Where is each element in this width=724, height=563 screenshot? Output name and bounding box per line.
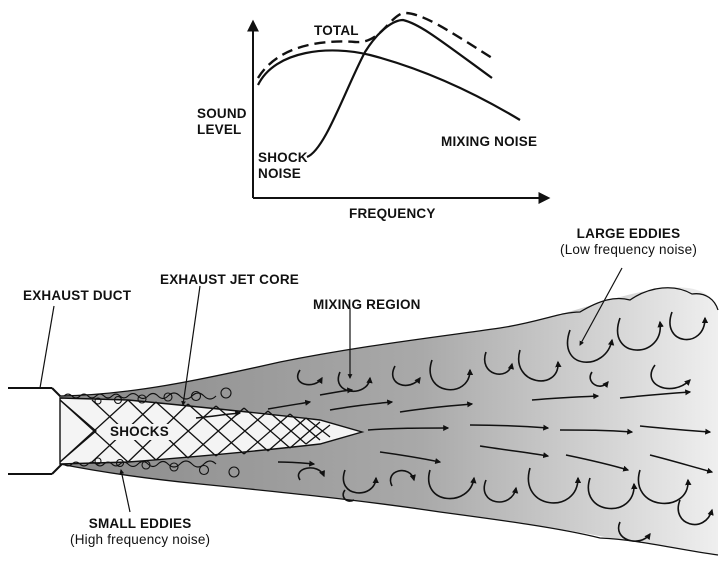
total-noise-curve	[258, 13, 492, 78]
small-eddies-title: SMALL EDDIES	[70, 516, 210, 532]
shock-noise-label: SHOCK NOISE	[258, 150, 308, 182]
shock-noise-line1: SHOCK	[258, 150, 308, 166]
sound-level-label: SOUND LEVEL	[197, 106, 247, 138]
shock-noise-line2: NOISE	[258, 166, 308, 182]
mixing-noise-curve	[258, 50, 520, 120]
small-eddies-label: SMALL EDDIES (High frequency noise)	[70, 516, 210, 548]
exhaust-duct-label: EXHAUST DUCT	[23, 288, 131, 304]
mixing-region-label: MIXING REGION	[313, 297, 421, 313]
large-eddies-title: LARGE EDDIES	[560, 226, 697, 242]
sound-level-line1: SOUND	[197, 106, 247, 122]
mixing-noise-label: MIXING NOISE	[441, 134, 537, 150]
exhaust-duct-leader	[40, 306, 54, 388]
exhaust-duct	[8, 388, 62, 474]
large-eddies-label: LARGE EDDIES (Low frequency noise)	[560, 226, 697, 258]
frequency-axis-label: FREQUENCY	[349, 206, 436, 222]
small-eddies-leader	[121, 470, 130, 512]
small-eddies-subtitle: (High frequency noise)	[70, 532, 210, 548]
total-curve-label: TOTAL	[314, 23, 359, 39]
sound-level-line2: LEVEL	[197, 122, 247, 138]
large-eddies-subtitle: (Low frequency noise)	[560, 242, 697, 258]
shocks-label: SHOCKS	[108, 424, 171, 440]
exhaust-jet-core-label: EXHAUST JET CORE	[160, 272, 299, 288]
